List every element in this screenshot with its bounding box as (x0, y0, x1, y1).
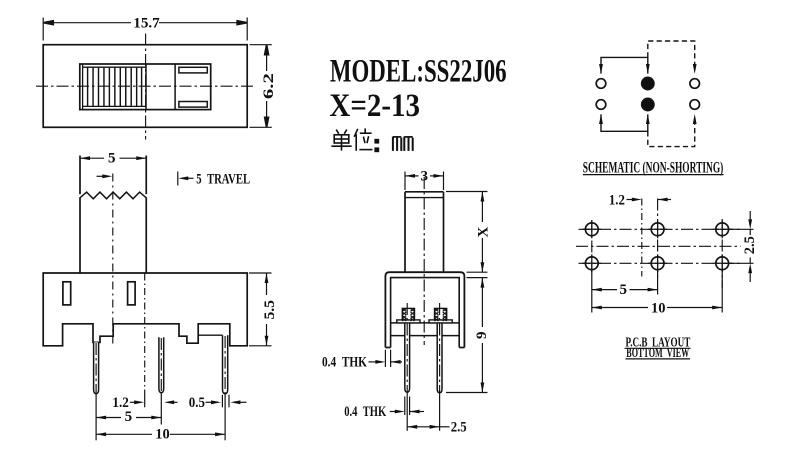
svg-text:5.5: 5.5 (262, 300, 278, 320)
svg-text:0.4 THK: 0.4 THK (344, 404, 386, 420)
svg-text:2.5: 2.5 (742, 236, 758, 254)
svg-text:X=2-13: X=2-13 (329, 88, 420, 124)
svg-text:MODEL:SS22J06: MODEL:SS22J06 (330, 54, 507, 90)
svg-text:5 TRAVEL: 5 TRAVEL (196, 172, 250, 188)
svg-text:0.4 THK: 0.4 THK (322, 354, 367, 370)
svg-text:6.2: 6.2 (261, 73, 277, 99)
svg-text:1.2: 1.2 (112, 395, 128, 411)
svg-text:10: 10 (155, 426, 170, 442)
svg-text:5: 5 (108, 151, 116, 167)
svg-text:15.7: 15.7 (133, 16, 160, 32)
svg-text:5: 5 (619, 282, 627, 298)
svg-text:1.2: 1.2 (609, 192, 625, 208)
svg-text:2.5: 2.5 (451, 420, 467, 436)
svg-text:BOTTOM VIEW: BOTTOM VIEW (626, 345, 689, 360)
svg-text:9: 9 (474, 331, 490, 339)
svg-text:3: 3 (420, 169, 428, 185)
svg-text:X: X (476, 227, 492, 238)
svg-text:5: 5 (125, 409, 133, 425)
svg-text:SCHEMATIC (NON-SHORTING): SCHEMATIC (NON-SHORTING) (583, 159, 724, 176)
svg-text:0.5: 0.5 (189, 395, 205, 411)
svg-text:10: 10 (651, 301, 666, 317)
svg-text:P.C.B LAYOUT: P.C.B LAYOUT (626, 334, 691, 349)
